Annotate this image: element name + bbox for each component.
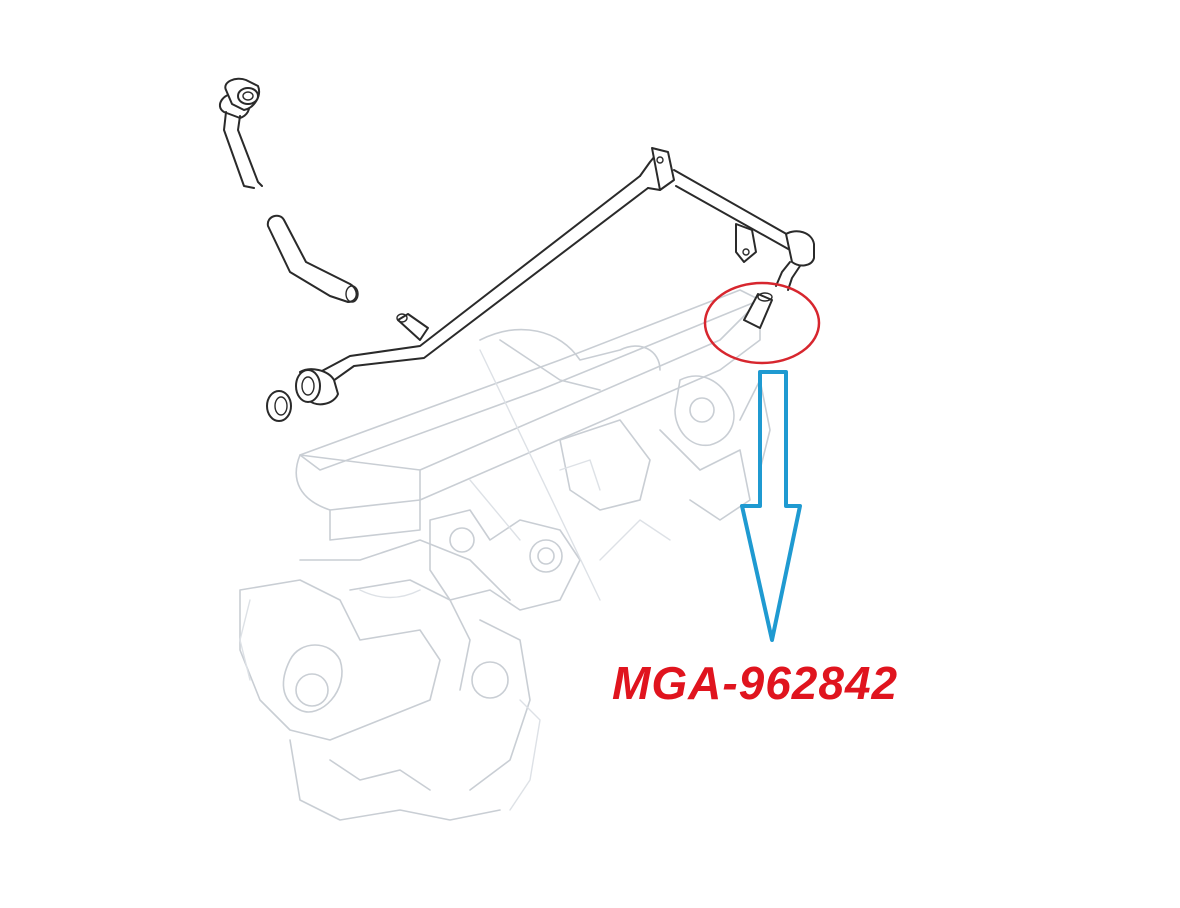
highlight-circle: [703, 281, 821, 365]
highlighted-pin-part: [743, 292, 773, 329]
part-number-label: MGA-962842: [612, 657, 899, 709]
down-arrow: [740, 370, 802, 642]
pipe-end-fitting: [295, 368, 339, 406]
metal-coolant-pipe: [319, 147, 815, 387]
elbow-hose: [218, 77, 263, 189]
engine-block-background: [239, 289, 771, 821]
straight-hose: [266, 214, 359, 303]
seal-ring: [266, 390, 292, 422]
